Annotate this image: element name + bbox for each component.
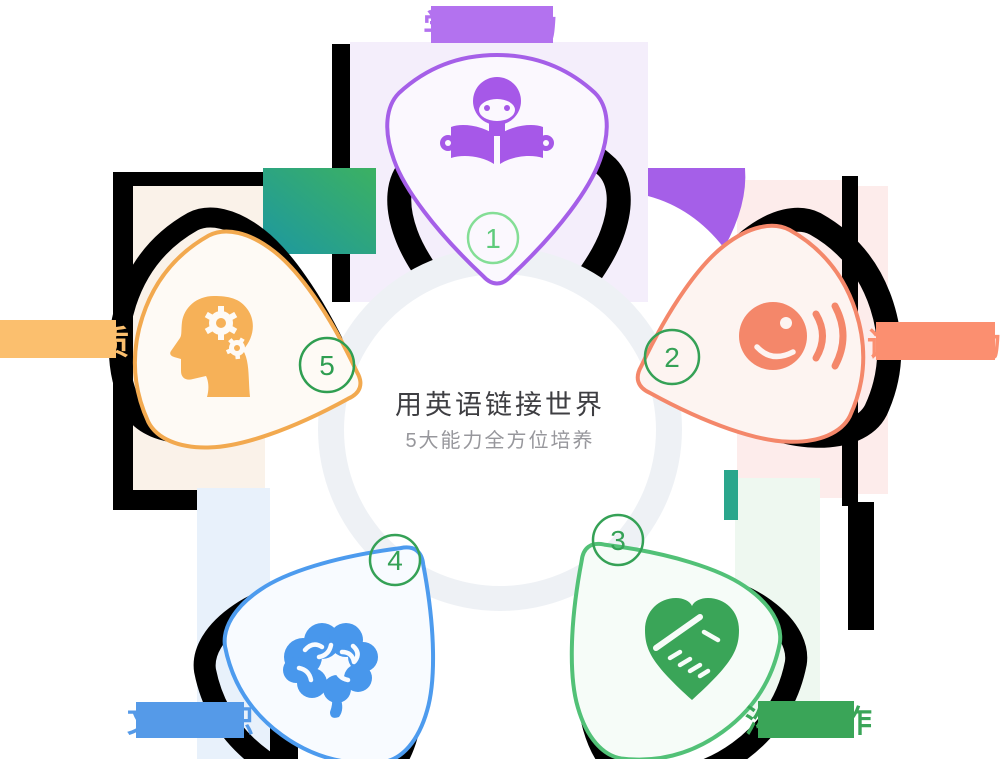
petal-labels: 学习能力 思维品质 语言能力 文化知识 沟通协作 — [0, 6, 1000, 739]
speaking-face-icon — [739, 302, 847, 370]
center-subtitle: 5大能力全方位培养 — [405, 430, 595, 452]
label-communication: 沟通协作 — [745, 701, 872, 739]
number-5: 5 — [319, 350, 335, 381]
brain-icon — [283, 623, 378, 718]
label-culture: 文化知识 — [127, 702, 254, 739]
number-3: 3 — [610, 525, 626, 556]
purple-shadow-accent — [648, 168, 746, 248]
number-badges: 1 2 3 4 5 — [298, 211, 701, 587]
label-language: 语言能力 — [867, 322, 1000, 363]
number-4: 4 — [387, 545, 403, 576]
teal-strip — [724, 470, 738, 520]
reading-child-icon — [440, 77, 554, 164]
number-badge-1: 1 — [466, 211, 520, 265]
number-badge-4: 4 — [368, 533, 422, 587]
gradient-tile — [263, 168, 376, 254]
handshake-heart-icon — [645, 598, 739, 700]
number-2: 2 — [664, 342, 680, 373]
number-1: 1 — [485, 223, 501, 254]
green-tile-shadow — [848, 502, 874, 630]
label-learning: 学习能力 — [423, 6, 558, 45]
number-badge-5: 5 — [298, 336, 356, 394]
center-title: 用英语链接世界 — [395, 390, 605, 420]
center-disc — [344, 274, 656, 586]
label-thinking: 思维品质 — [0, 320, 129, 361]
number-badge-3: 3 — [591, 513, 645, 567]
petal-1-learning — [385, 52, 609, 286]
number-badge-2: 2 — [643, 328, 701, 386]
thinking-head-gears-icon — [170, 296, 253, 397]
